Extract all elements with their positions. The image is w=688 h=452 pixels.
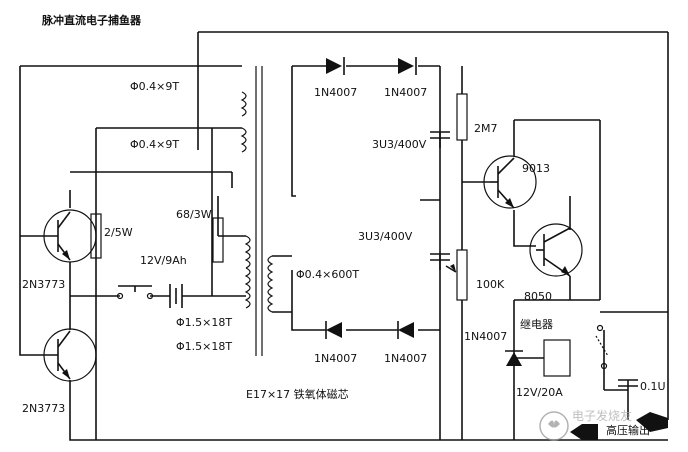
label-r-100k: 100K bbox=[476, 278, 505, 291]
diode-d5 bbox=[505, 350, 523, 366]
watermark-text: 电子发烧友 bbox=[572, 408, 632, 423]
switch bbox=[116, 285, 154, 300]
label-d5: 1N4007 bbox=[464, 330, 507, 343]
label-winding1: Φ0.4×9T bbox=[130, 80, 179, 93]
resistor-2m7 bbox=[456, 93, 468, 141]
diode-d2 bbox=[398, 57, 417, 75]
label-q1: 2N3773 bbox=[22, 278, 65, 291]
label-c2: 3U3/400V bbox=[358, 230, 413, 243]
label-res-68: 68/3W bbox=[176, 208, 212, 221]
label-c3: 0.1U bbox=[640, 380, 666, 393]
label-d1: 1N4007 bbox=[314, 86, 357, 99]
label-winding-p2: Φ1.5×18T bbox=[176, 340, 232, 353]
label-winding2: Φ0.4×9T bbox=[130, 138, 179, 151]
label-relay-coil: 12V/20A bbox=[516, 386, 563, 399]
label-q3: 9013 bbox=[522, 162, 550, 175]
label-d2: 1N4007 bbox=[384, 86, 427, 99]
transistor-9013 bbox=[483, 155, 537, 209]
label-d3: 1N4007 bbox=[314, 352, 357, 365]
transformer bbox=[240, 66, 292, 356]
battery bbox=[169, 284, 183, 308]
label-r-2m7: 2M7 bbox=[474, 122, 498, 135]
transistor-8050 bbox=[529, 223, 583, 277]
label-output: 高压输出 bbox=[606, 423, 650, 437]
potentiometer-100k bbox=[445, 249, 468, 301]
label-d4: 1N4007 bbox=[384, 352, 427, 365]
label-q4: 8050 bbox=[524, 290, 552, 303]
label-res-2: 2/5W bbox=[104, 226, 133, 239]
label-q2: 2N3773 bbox=[22, 402, 65, 415]
label-relay: 继电器 bbox=[520, 318, 553, 331]
output-terminal-right bbox=[636, 412, 668, 432]
diode-d3 bbox=[325, 321, 342, 339]
diode-d4 bbox=[397, 321, 414, 339]
output-terminal-left bbox=[570, 424, 598, 440]
resistor-2-5w bbox=[90, 213, 102, 259]
diode-d1 bbox=[326, 57, 345, 75]
capacitor-c1 bbox=[430, 131, 450, 139]
transistor-q2 bbox=[40, 328, 97, 382]
relay bbox=[514, 324, 609, 377]
transistor-q1 bbox=[40, 209, 97, 263]
capacitor-c3 bbox=[618, 379, 638, 387]
label-c1: 3U3/400V bbox=[372, 138, 427, 151]
resistor-68-3w bbox=[212, 217, 224, 263]
capacitor-c2 bbox=[430, 253, 450, 261]
diagram-title: 脉冲直流电子捕鱼器 bbox=[41, 13, 142, 27]
label-core: E17×17 铁氧体磁芯 bbox=[246, 387, 349, 401]
wiring bbox=[19, 31, 669, 441]
label-battery: 12V/9Ah bbox=[140, 254, 187, 267]
label-winding-p1: Φ1.5×18T bbox=[176, 316, 232, 329]
watermark: 电子发烧友 bbox=[539, 408, 632, 441]
label-secondary: Φ0.4×600T bbox=[296, 268, 359, 281]
